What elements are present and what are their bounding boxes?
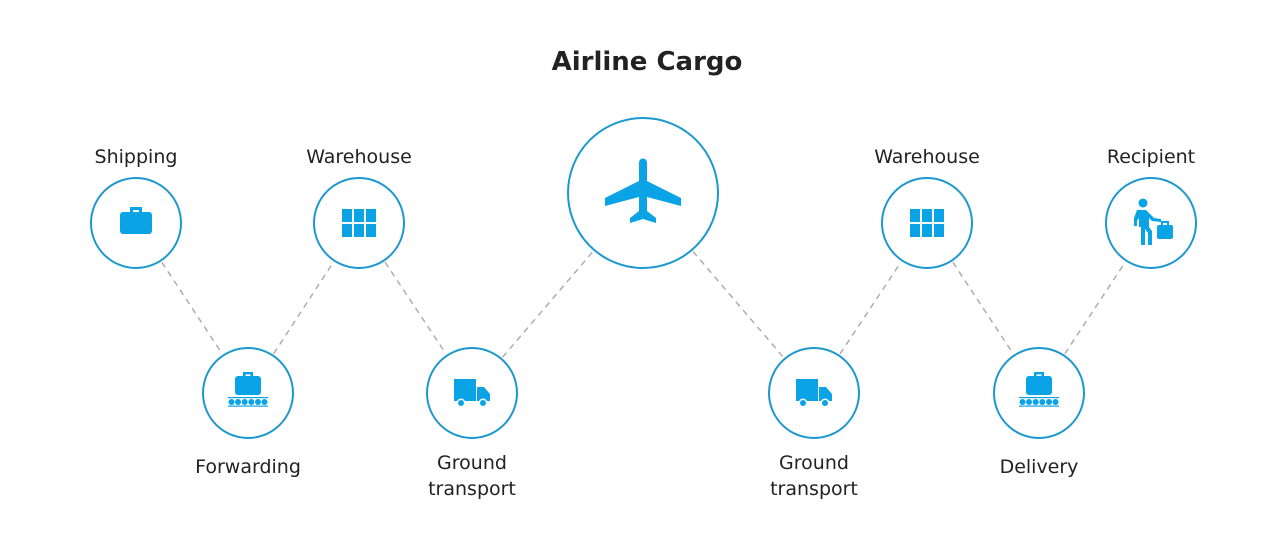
- dashed-connector: [839, 261, 902, 355]
- step-node: Ground transport: [426, 347, 518, 500]
- step-label: Warehouse: [306, 146, 412, 168]
- step-label: transport: [770, 478, 858, 500]
- dashed-connector: [952, 261, 1014, 355]
- diagram-title: Airline Cargo: [552, 47, 743, 77]
- step-label: transport: [428, 478, 516, 500]
- step-node: Warehouse: [874, 146, 980, 269]
- step-node: [567, 117, 719, 269]
- step-circle: [313, 177, 405, 269]
- step-label: Forwarding: [195, 456, 301, 478]
- dashed-connector: [1064, 261, 1126, 355]
- step-label: Warehouse: [874, 146, 980, 168]
- dashed-connector: [161, 261, 223, 355]
- step-node: Warehouse: [306, 146, 412, 269]
- step-node: Delivery: [993, 347, 1085, 478]
- step-label: Shipping: [95, 146, 178, 168]
- step-node: Ground transport: [768, 347, 860, 500]
- step-node: Recipient: [1105, 146, 1197, 269]
- step-label: Delivery: [1000, 456, 1079, 478]
- dashed-connector: [273, 261, 334, 355]
- step-label: Recipient: [1107, 146, 1195, 168]
- step-label: Ground: [779, 452, 849, 474]
- step-node: Shipping: [90, 146, 182, 269]
- dashed-connector: [692, 251, 784, 358]
- step-circle: [881, 177, 973, 269]
- step-circle: [1105, 177, 1197, 269]
- step-node: Forwarding: [195, 347, 301, 478]
- step-label: Ground: [437, 452, 507, 474]
- dashed-connector: [502, 251, 594, 358]
- dashed-connector: [384, 261, 447, 355]
